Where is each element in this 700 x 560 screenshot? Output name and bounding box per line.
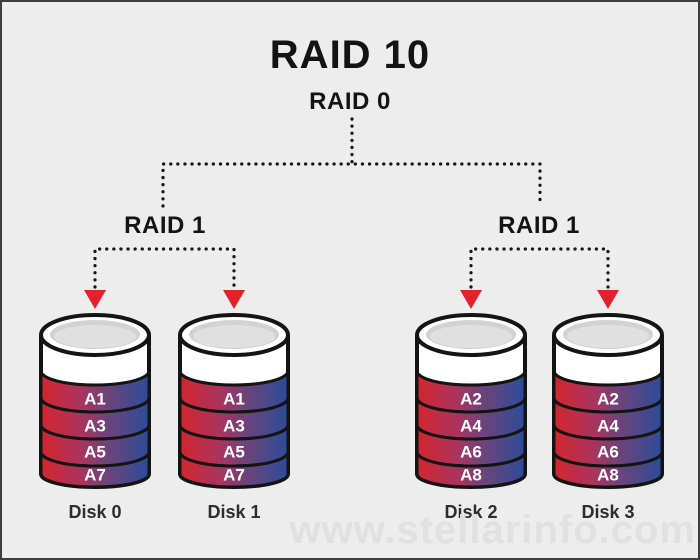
arrow-down-icon bbox=[84, 290, 106, 309]
block-label: A1 bbox=[223, 390, 245, 409]
block-label: A1 bbox=[84, 390, 106, 409]
block-label: A4 bbox=[597, 417, 619, 436]
disk-0-label: Disk 0 bbox=[68, 502, 122, 522]
disk-1-label: Disk 1 bbox=[207, 502, 261, 522]
disk-3-label: Disk 3 bbox=[581, 502, 635, 522]
raid0-label: RAID 0 bbox=[309, 88, 391, 115]
disk-cylinder-icon: A2 A4 A6 A8 bbox=[552, 313, 664, 489]
arrow-down-icon bbox=[597, 290, 619, 309]
block-label: A5 bbox=[223, 443, 245, 462]
block-label: A7 bbox=[84, 466, 106, 485]
disk-cylinder-icon: A2 A4 A6 A8 bbox=[415, 313, 527, 489]
block-label: A8 bbox=[460, 466, 482, 485]
arrow-down-icon bbox=[460, 290, 482, 309]
block-label: A2 bbox=[460, 390, 482, 409]
block-label: A7 bbox=[223, 466, 245, 485]
block-label: A6 bbox=[460, 443, 482, 462]
disk-cylinder-icon: A1 A3 A5 A7 bbox=[178, 313, 290, 489]
disk-2-label: Disk 2 bbox=[444, 502, 498, 522]
block-label: A6 bbox=[597, 443, 619, 462]
dotted-connector-left-split bbox=[93, 247, 236, 289]
disk-3: A2 A4 A6 A8 Disk 3 bbox=[550, 311, 666, 523]
block-label: A8 bbox=[597, 466, 619, 485]
watermark: www.stellarinfo.com bbox=[289, 508, 696, 552]
disk-0: A1 A3 A5 A7 Disk 0 bbox=[37, 311, 153, 523]
block-label: A5 bbox=[84, 443, 106, 462]
arrow-down-icon bbox=[223, 290, 245, 309]
block-label: A4 bbox=[460, 417, 482, 436]
block-label: A3 bbox=[84, 417, 106, 436]
disk-2: A2 A4 A6 A8 Disk 2 bbox=[413, 311, 529, 523]
page-title: RAID 10 bbox=[269, 33, 431, 77]
raid1-label-right: RAID 1 bbox=[498, 212, 580, 239]
block-label: A3 bbox=[223, 417, 245, 436]
disk-1: A1 A3 A5 A7 Disk 1 bbox=[176, 311, 292, 523]
raid1-label-left: RAID 1 bbox=[124, 212, 206, 239]
dotted-connector-top-split bbox=[161, 162, 542, 208]
disk-cylinder-icon: A1 A3 A5 A7 bbox=[39, 313, 151, 489]
block-label: A2 bbox=[597, 390, 619, 409]
dotted-connector-right-split bbox=[469, 247, 610, 289]
